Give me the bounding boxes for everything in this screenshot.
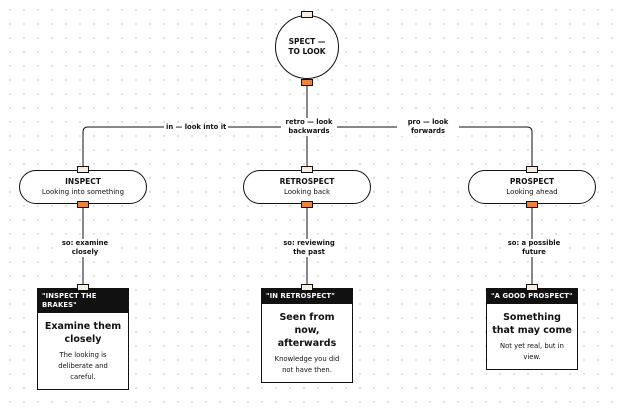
card-inspect-input-port[interactable]: [77, 284, 89, 291]
card-prospect-input-port[interactable]: [526, 284, 538, 291]
root-node[interactable]: SPECT — TO LOOK: [275, 15, 339, 79]
edge-label-pro: pro — look forwards: [397, 118, 459, 136]
card-main-text: Seen from now, afterwards: [277, 312, 337, 349]
card-header: "A GOOD PROSPECT": [487, 289, 577, 304]
node-title: RETROSPECT: [279, 177, 335, 186]
retrospect-output-port[interactable]: [301, 201, 313, 208]
card-body-text: Knowledge you did not have then.: [274, 355, 340, 374]
edge-label-prospect: so: a possible future: [505, 239, 563, 257]
node-subtitle: Looking back: [283, 188, 331, 196]
card-retrospect-input-port[interactable]: [301, 284, 313, 291]
card-header: "IN RETROSPECT": [262, 289, 352, 304]
edge-label-retro: retro — look backwards: [281, 118, 337, 136]
edge-label-retrospect: so: reviewing the past: [280, 239, 338, 257]
prospect-output-port[interactable]: [526, 201, 538, 208]
root-input-port[interactable]: [301, 11, 313, 18]
root-label: SPECT — TO LOOK: [288, 37, 326, 56]
prospect-input-port[interactable]: [526, 166, 538, 173]
node-retrospect[interactable]: RETROSPECT Looking back: [243, 170, 371, 204]
node-subtitle: Looking ahead: [506, 188, 558, 196]
card-body-text: The looking is deliberate and careful.: [58, 351, 108, 381]
edge-label-in: in — look into it: [164, 123, 229, 132]
card-prospect[interactable]: "A GOOD PROSPECT" Something that may com…: [486, 288, 578, 370]
inspect-output-port[interactable]: [77, 201, 89, 208]
node-inspect[interactable]: INSPECT Looking into something: [19, 170, 147, 204]
retrospect-input-port[interactable]: [301, 166, 313, 173]
node-subtitle: Looking into something: [41, 188, 125, 196]
inspect-input-port[interactable]: [77, 166, 89, 173]
root-output-port[interactable]: [301, 79, 313, 86]
node-title: INSPECT: [65, 177, 101, 186]
card-retrospect[interactable]: "IN RETROSPECT" Seen from now, afterward…: [261, 288, 353, 383]
card-body-text: Not yet real, but in view.: [500, 342, 564, 361]
node-prospect[interactable]: PROSPECT Looking ahead: [468, 170, 596, 204]
card-main-text: Something that may come: [492, 312, 572, 336]
card-main-text: Examine them closely: [44, 321, 122, 345]
card-header: "INSPECT THE BRAKES": [38, 289, 128, 313]
node-title: PROSPECT: [509, 177, 555, 186]
edge-label-inspect: so: examine closely: [56, 239, 114, 257]
card-inspect[interactable]: "INSPECT THE BRAKES" Examine them closel…: [37, 288, 129, 390]
